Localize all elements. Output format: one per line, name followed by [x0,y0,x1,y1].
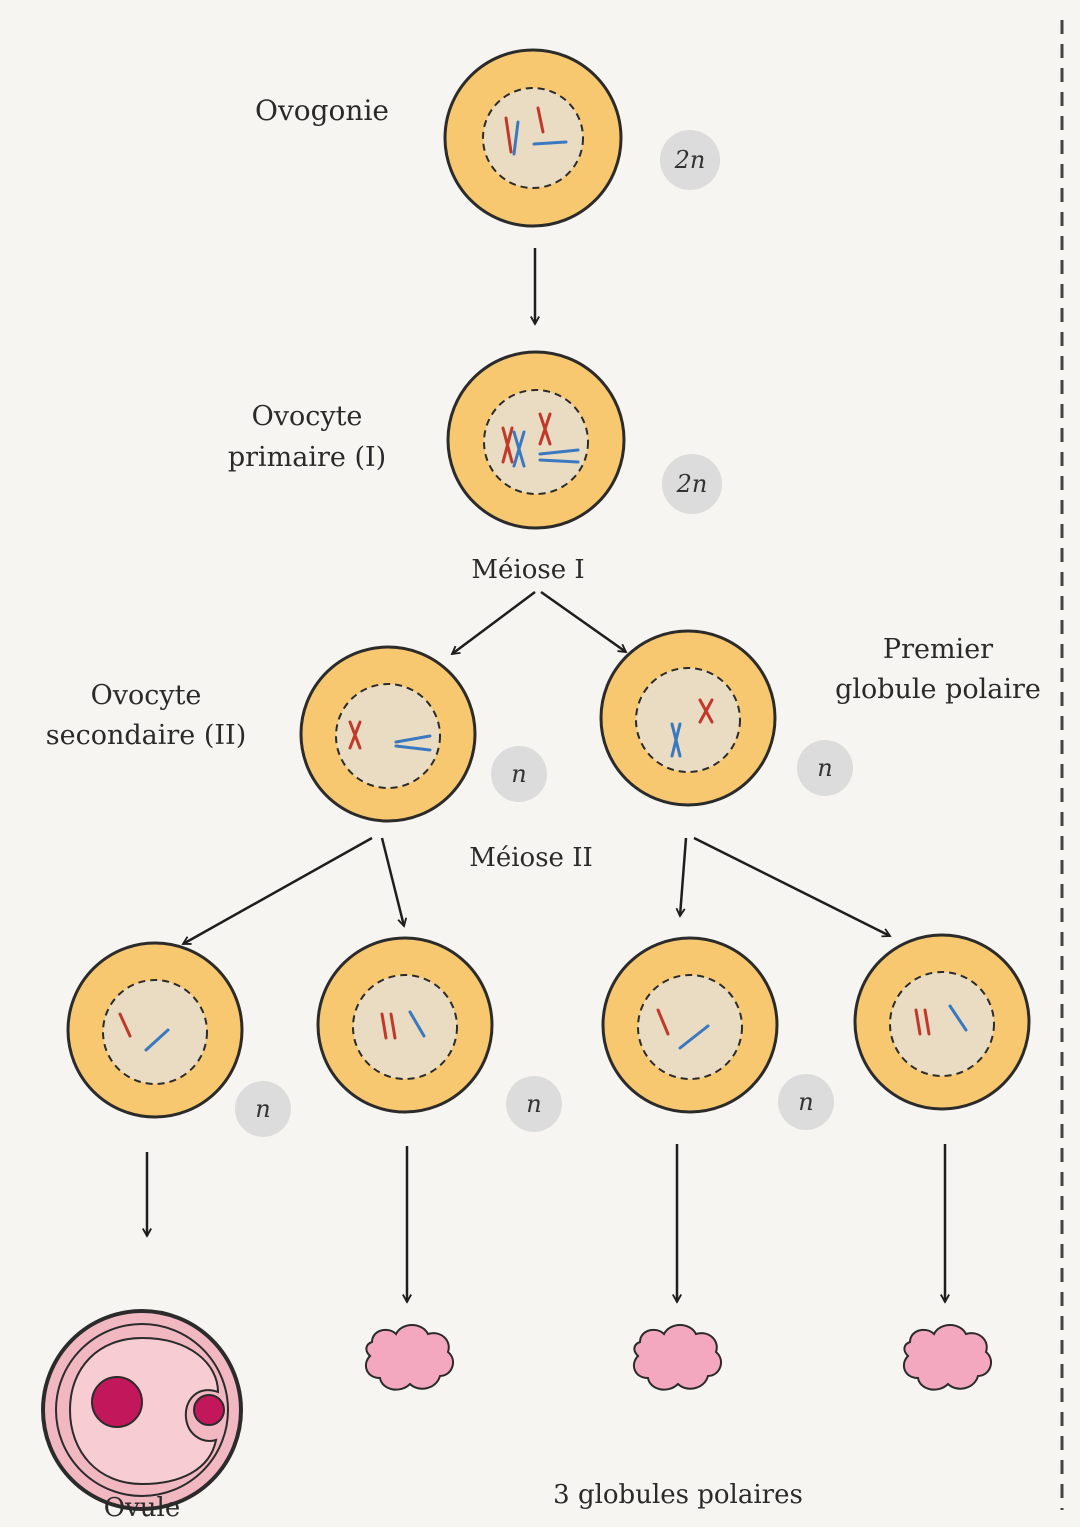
polar-body-2 [632,1324,723,1391]
cell-ovogonie [443,48,623,228]
cell-haploid-2 [316,936,494,1114]
polar-body-1 [364,1324,455,1391]
label-ovocyte-primaire-line1: Ovocyte [252,401,363,432]
ploidy-badge-ovogonie: 2n [660,130,720,190]
label-ovule: Ovule [104,1493,180,1523]
arrow-secondaire-to-cell2 [380,837,404,926]
label-meiose-2: Méiose II [469,843,593,873]
svg-text:n: n [817,754,832,782]
label-premier-globule-line1: Premier [883,634,993,665]
ploidy-badge-secondaire: n [491,746,547,802]
cell-haploid-1 [66,941,244,1119]
label-ovocyte-secondaire-line2: secondaire (II) [46,720,246,751]
arrow-meiose1-right [540,590,626,652]
arrow-meiose1-left [452,590,536,654]
svg-text:2n: 2n [676,470,708,498]
cell-ovocyte-primaire [446,350,626,530]
label-ovocyte-primaire-line2: primaire (I) [228,442,386,473]
cell-haploid-4 [853,933,1031,1111]
ploidy-badge-primaire: 2n [662,454,722,514]
svg-text:n: n [526,1090,541,1118]
label-globules-polaires: 3 globules polaires [553,1480,803,1510]
arrow-globule-to-cell4 [693,836,890,936]
label-ovocyte-secondaire-line1: Ovocyte [91,680,202,711]
svg-text:n: n [511,760,526,788]
label-ovogonie: Ovogonie [255,94,389,127]
ovule-illustration [41,1309,243,1511]
polar-body-3 [902,1324,993,1391]
ploidy-badge-meiose2-left: n [235,1081,291,1137]
svg-text:2n: 2n [674,146,706,174]
arrow-secondaire-to-cell1 [183,836,373,946]
cell-ovocyte-secondaire [299,645,477,823]
arrow-globule-to-cell3 [680,837,688,916]
ploidy-badge-premier-globule: n [797,740,853,796]
ploidy-badge-meiose2-middle: n [506,1076,562,1132]
cell-haploid-3 [601,936,779,1114]
label-meiose-1: Méiose I [471,555,584,585]
svg-text:n: n [798,1088,813,1116]
label-premier-globule-line2: globule polaire [835,674,1041,705]
ploidy-badge-meiose2-right: n [778,1074,834,1130]
svg-text:n: n [255,1095,270,1123]
cell-premier-globule-polaire [599,629,777,807]
